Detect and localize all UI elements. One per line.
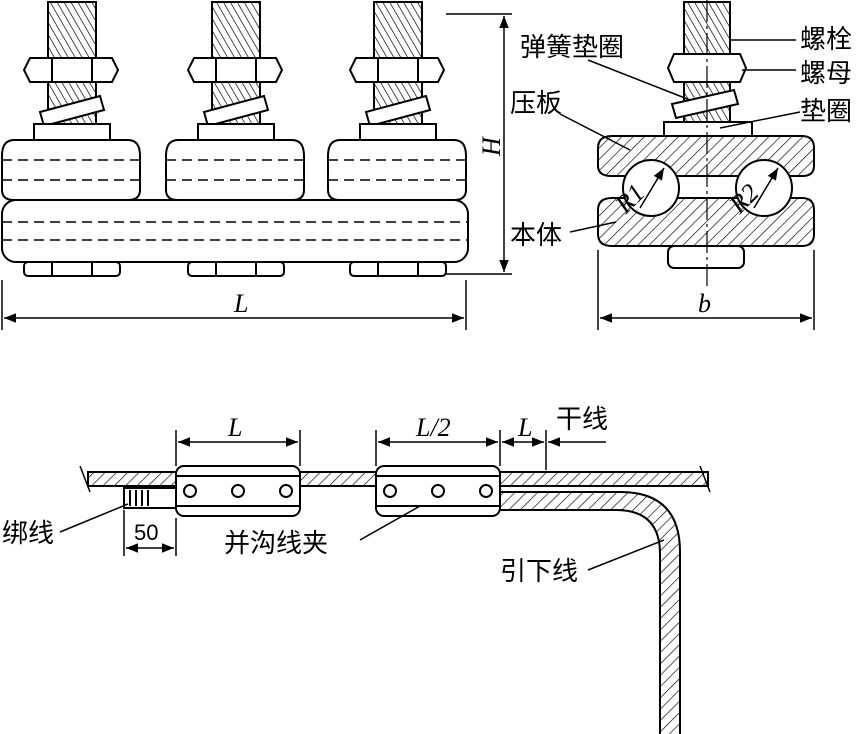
bolt-unit-3 [327,1,467,277]
label-main-line: 干线 [556,405,608,435]
dim-l-label: L [233,289,248,318]
label-spring-washer: 弹簧垫圈 [520,33,624,63]
label-pressing-plate: 压板 [510,89,562,119]
label-washer: 垫圈 [800,97,852,127]
label-body: 本体 [510,221,562,251]
label-bolt: 螺栓 [800,25,852,55]
installation-view [59,430,711,734]
label-down-lead: 引下线 [500,557,578,587]
dim-50-label: 50 [134,520,158,545]
label-binding-wire: 绑线 [2,519,54,549]
bolt-unit-2 [165,1,305,277]
label-nut: 螺母 [800,59,852,89]
dim-l-gap-label: L [517,413,532,442]
dim-h-label: H [477,136,506,157]
label-parallel-groove-clamp: 并沟线夹 [224,529,328,559]
dim-b-label: b [698,289,711,318]
dim-l-half-label: L/2 [415,413,451,442]
clamp-cross-section [559,0,815,330]
clamp-front-view [0,1,512,330]
dim-l-clamp-label: L [227,413,242,442]
bolt-unit-1 [0,1,141,277]
